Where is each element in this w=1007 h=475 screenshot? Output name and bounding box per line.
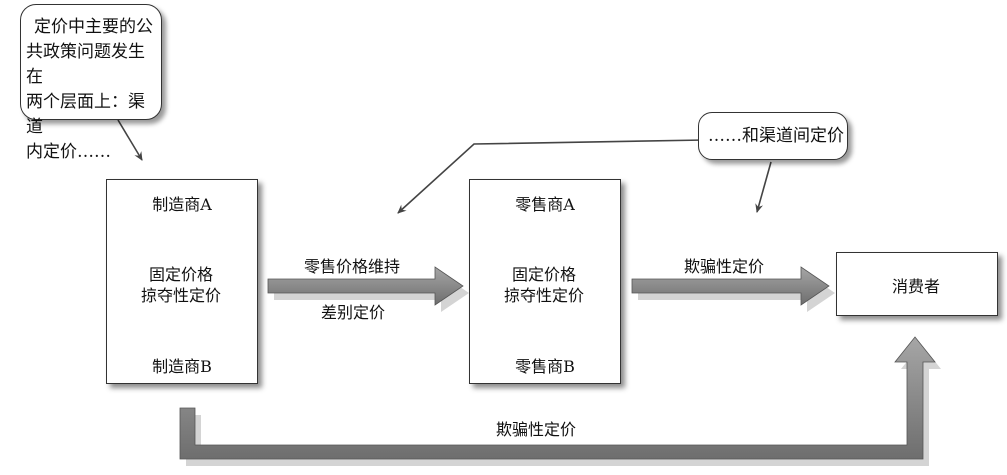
callout-intra-channel: 定价中主要的公 共政策问题发生在 两个层面上：渠道 内定价……	[20, 4, 162, 162]
callout-inter-channel: ……和渠道间定价	[698, 112, 848, 160]
resale-price-maintenance-label: 零售价格维持	[304, 257, 401, 276]
retailers-box	[469, 179, 621, 384]
manufacturers-box	[106, 179, 258, 384]
mfr-to-consumer-bottom-arrow	[179, 336, 941, 466]
consumer-box	[836, 252, 998, 316]
callout-line: 内定价……	[26, 142, 111, 162]
retailer-b-label: 零售商B	[515, 357, 575, 376]
callout-left-pointer	[117, 119, 143, 161]
manufacturer-predatory-pricing: 掠夺性定价	[140, 286, 221, 305]
manufacturer-b-label: 制造商B	[152, 357, 212, 376]
retailer-predatory-pricing: 掠夺性定价	[503, 286, 584, 305]
deceptive-pricing-label-upper: 欺骗性定价	[684, 257, 765, 276]
manufacturer-a-label: 制造商A	[152, 195, 212, 214]
mfr-to-retailer-arrow	[267, 266, 469, 312]
callout-line: 两个层面上：渠道	[26, 92, 145, 137]
callout-right-pointer-short	[755, 161, 772, 213]
callout-line: 定价中主要的公	[34, 17, 153, 37]
price-discrimination-label: 差别定价	[321, 303, 386, 322]
callout-line: 共政策问题发生在	[26, 42, 145, 87]
callout-inter-text: ……和渠道间定价	[708, 126, 844, 146]
deceptive-pricing-label-lower: 欺骗性定价	[496, 420, 577, 439]
manufacturer-fixed-price: 固定价格	[148, 265, 213, 284]
retailer-a-label: 零售商A	[515, 195, 575, 214]
callout-right-pointer-long	[397, 139, 706, 214]
consumer-label: 消费者	[891, 277, 940, 296]
retailer-fixed-price: 固定价格	[511, 265, 576, 284]
retailer-to-consumer-arrow	[631, 266, 835, 312]
